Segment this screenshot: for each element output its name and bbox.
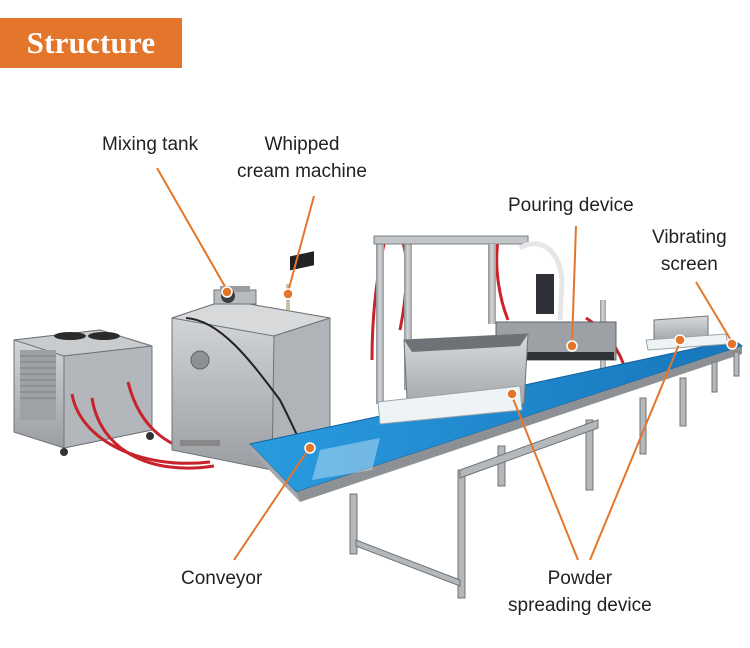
label-mixing-tank: Mixing tank: [102, 131, 198, 158]
mixing-tank-text: Mixing tank: [102, 134, 199, 155]
powder-spreading-hopper: [377, 333, 529, 425]
leader-lines: [156, 167, 733, 561]
label-pouring-device: Pouring device: [508, 192, 634, 219]
vibrating-screen-line1: Vibrating: [652, 227, 727, 248]
conveyor-belt: [249, 339, 744, 502]
powder-spreading-line2: spreading device: [508, 595, 652, 616]
vibrating-screen: [645, 315, 729, 351]
whipped-cream-line2: cream machine: [237, 161, 367, 182]
chiller-unit: [13, 329, 154, 456]
conveyor-text: Conveyor: [181, 568, 263, 589]
powder-spreading-line1: Powder: [547, 568, 613, 589]
title-banner: Structure: [0, 18, 182, 68]
label-vibrating-screen: Vibrating screen: [652, 224, 727, 278]
page-title: Structure: [26, 25, 156, 60]
label-powder-spreading-device: Powder spreading device: [508, 565, 652, 619]
leader-dots: [221, 286, 738, 454]
pouring-device: [373, 235, 617, 404]
label-whipped-cream-machine: Whipped cream machine: [237, 131, 367, 185]
pouring-device-text: Pouring device: [508, 195, 634, 216]
label-conveyor: Conveyor: [181, 565, 262, 592]
whipped-cream-line1: Whipped: [264, 134, 340, 155]
vibrating-screen-line2: screen: [660, 254, 718, 275]
conveyor-legs: [349, 351, 740, 599]
